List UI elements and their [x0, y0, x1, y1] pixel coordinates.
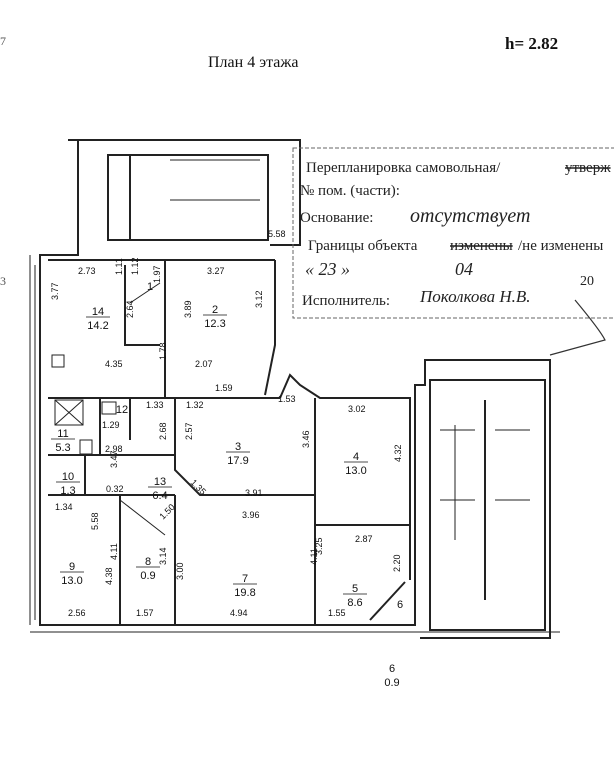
dimension-label: 1.53: [278, 394, 296, 404]
stamp-line4-struck: изменены: [450, 238, 513, 254]
stamp-line1: Перепланировка самовольная/: [306, 160, 501, 176]
room-number: 7: [242, 573, 248, 585]
stamp-line1-struck: утверж: [565, 160, 611, 176]
dimension-label: 2.57: [184, 422, 194, 440]
dimension-label: 1.33: [146, 400, 164, 410]
room-area: 1.3: [60, 485, 75, 497]
room-number: 13: [154, 476, 166, 488]
stamp-line6-hand: Поколкова Н.В.: [419, 287, 531, 306]
room-area: 8.6: [347, 597, 362, 609]
room-number: 12: [116, 404, 128, 416]
room-number: 2: [212, 304, 218, 316]
dimension-label: 3.89: [183, 300, 193, 318]
dimension-label: 2.73: [78, 266, 96, 276]
dimension-label: 4.32: [393, 444, 403, 462]
dimension-label: 1.35: [189, 477, 208, 496]
room-number: 14: [92, 306, 104, 318]
dimension-label: 3.00: [175, 562, 185, 580]
dimension-labels: 5.58 2.73 1.11 1.12 1.97 3.27 3.77 2.64 3.89 3.12…: [50, 229, 403, 618]
room-number: 5: [352, 583, 358, 595]
dimension-label: 3.25: [314, 537, 324, 555]
dimension-label: 1.32: [186, 400, 204, 410]
plan-title: План 4 этажа: [208, 54, 299, 71]
fixtures: [34, 265, 166, 620]
dimension-label: 4.11: [309, 548, 319, 565]
dimension-label: 4.94: [230, 608, 248, 618]
dimension-label: 3.96: [242, 510, 260, 520]
dimension-label: 3.46: [301, 430, 311, 448]
dimension-label: 1.55: [328, 608, 346, 618]
dimension-label: 1.29: [102, 420, 120, 430]
dimension-label: 3.91: [245, 488, 263, 498]
stamp-line3-hand: отсутствует: [410, 205, 530, 227]
below-room-area: 0.9: [384, 677, 399, 689]
dimension-label: 2.07: [195, 359, 213, 369]
dimension-label: 2.56: [68, 608, 86, 618]
stamp-day: « 23 »: [305, 259, 350, 279]
dimension-label: 4.38: [104, 567, 114, 585]
room-number: 9: [69, 561, 75, 573]
dimension-label: 1.11: [114, 258, 124, 275]
room-number: 4: [353, 451, 359, 463]
room-area: 14.2: [87, 320, 108, 332]
stamp-year: 20: [580, 274, 594, 289]
stamp-line4-b: /не изменены: [518, 238, 603, 254]
below-room-number: 6: [389, 663, 395, 675]
dimension-label: 3.77: [50, 282, 60, 300]
edge-mark-top: 7: [0, 34, 6, 48]
stamp-line2: № пом. (части):: [300, 183, 400, 199]
room-area: 13.0: [61, 575, 82, 587]
room-area: 19.8: [234, 587, 255, 599]
stamp-line4-a: Границы объекта: [308, 238, 418, 254]
ceiling-height: h= 2.82: [505, 34, 559, 53]
room-number: 10: [62, 471, 74, 483]
dimension-label: 1.97: [152, 265, 162, 283]
room-number: 8: [145, 556, 151, 568]
dimension-label: 3.47: [109, 450, 119, 468]
dimension-label: 1.59: [215, 383, 233, 393]
dimension-label: 1.78: [158, 342, 168, 360]
stamp-line3-label: Основание:: [300, 210, 373, 226]
stamp-month: 04: [455, 259, 473, 279]
room-number: 11: [57, 428, 68, 440]
walls: [29, 139, 560, 639]
dimension-label: 1.12: [130, 257, 140, 275]
dimension-label: 1.57: [136, 608, 154, 618]
dimension-label: 1.34: [55, 502, 73, 512]
dimension-label: 4.11: [109, 543, 119, 560]
dimension-label: 0.32: [106, 484, 124, 494]
stamp-line6-label: Исполнитель:: [302, 293, 390, 309]
room-area: 5.3: [55, 442, 70, 454]
room-number: 3: [235, 441, 241, 453]
dimension-label: 2.87: [355, 534, 373, 544]
room-area: 17.9: [227, 455, 248, 467]
room-area: 6.4: [152, 490, 167, 502]
dimension-label: 3.12: [254, 290, 264, 308]
dimension-label: 3.27: [207, 266, 225, 276]
dimension-label: 3.02: [348, 404, 366, 414]
room-number: 6: [397, 599, 403, 611]
room-number: 1: [147, 281, 153, 293]
dimension-label: 1.50: [157, 502, 176, 521]
dimension-label: 3.14: [158, 547, 168, 565]
dimension-label: 2.64: [125, 300, 135, 318]
edge-mark-left: 3: [0, 274, 6, 288]
dimension-label: 5.58: [268, 229, 286, 239]
dimension-label: 2.68: [158, 422, 168, 440]
dimension-label: 2.20: [392, 554, 402, 572]
room-area: 12.3: [204, 318, 225, 330]
stamp: Перепланировка самовольная/ утверж № пом…: [292, 147, 614, 356]
dimension-label: 5.58: [90, 512, 100, 530]
dimension-label: 4.35: [105, 359, 123, 369]
room-area: 13.0: [345, 465, 366, 477]
dimension-label: 2.98: [105, 444, 123, 454]
room-area: 0.9: [140, 570, 155, 582]
